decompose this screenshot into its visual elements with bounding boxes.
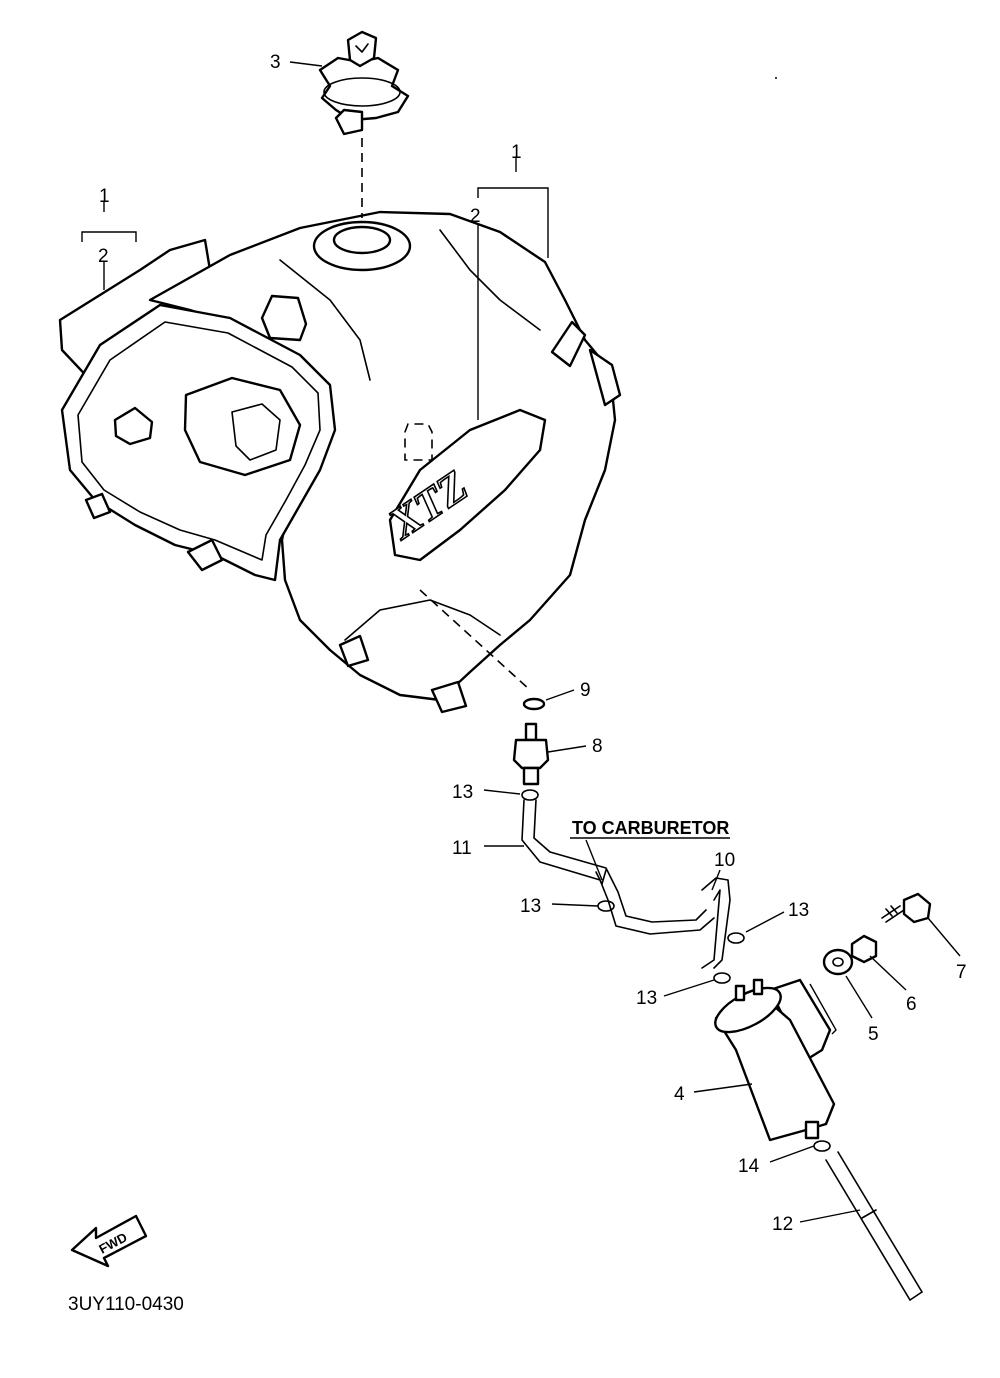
fuel-cap-rim xyxy=(323,77,401,107)
callout-13-d: 13 xyxy=(636,988,657,1009)
fuel-hose-2-edge xyxy=(701,889,721,969)
tank-contour-line xyxy=(279,259,371,381)
tank-inner-bracket-hole xyxy=(231,403,281,461)
tank-mount-tab-bottom xyxy=(84,492,112,520)
tank-side-vent xyxy=(550,320,587,368)
fwd-arrow-shape xyxy=(70,1214,148,1268)
tank-contour-line xyxy=(439,229,541,331)
fuel-filter-nipple xyxy=(752,978,764,996)
fuel-cock-outlet xyxy=(522,766,540,786)
tank-to-oring-assembly-line xyxy=(419,589,531,691)
fuel-hose-1-edge xyxy=(533,799,707,923)
tank-inner-bracket xyxy=(183,376,302,477)
callout-10: 10 xyxy=(714,850,735,871)
callout-2-left: 2 xyxy=(98,246,109,267)
fuel-hose-3-joint xyxy=(861,1209,877,1219)
scan-speck xyxy=(775,77,777,79)
fuel-tank: XTZ xyxy=(58,210,622,714)
callout-1-right: 1 xyxy=(511,142,522,163)
to-carburetor-note: TO CARBURETOR xyxy=(572,818,729,838)
leader-lines xyxy=(81,61,961,1223)
callout-13-b: 13 xyxy=(520,896,541,917)
fuel-cock-body xyxy=(512,738,550,770)
callout-12: 12 xyxy=(772,1214,793,1235)
hose-clip xyxy=(727,932,745,944)
callout-8: 8 xyxy=(592,736,603,757)
tank-rear-bulge xyxy=(588,348,622,407)
tank-filler-neck-inner xyxy=(332,225,392,255)
tank-tunnel-inner-edge xyxy=(77,321,321,561)
forward-direction-arrow: FWD xyxy=(70,1214,148,1268)
collar xyxy=(850,934,878,964)
o-ring xyxy=(522,697,546,711)
fuel-filter xyxy=(714,978,836,1142)
tank-contour-line xyxy=(344,599,501,641)
bolt-thread xyxy=(881,905,905,923)
fuel-cap-latch xyxy=(334,108,364,136)
fuel-hose-3 xyxy=(825,1159,911,1301)
hose-clip xyxy=(813,1140,831,1152)
grommet-hole xyxy=(832,957,844,967)
fuel-cap-body xyxy=(318,56,410,122)
callout-6: 6 xyxy=(906,994,917,1015)
callout-13-c: 13 xyxy=(788,900,809,921)
callout-3: 3 xyxy=(270,52,281,73)
fuel-hose-1 xyxy=(521,799,715,935)
fuel-cap-key-slot xyxy=(355,43,369,53)
callout-13-a: 13 xyxy=(452,782,473,803)
bolt-head xyxy=(902,892,932,924)
callout-7: 7 xyxy=(956,962,967,983)
callout-9: 9 xyxy=(580,680,591,701)
hose-clip xyxy=(597,900,615,912)
tank-hidden-fitting xyxy=(404,423,433,461)
fuel-filter-outlet xyxy=(804,1120,820,1140)
hose-clip xyxy=(521,789,539,801)
fuel-filter-nipple xyxy=(734,984,746,1002)
callout-4: 4 xyxy=(674,1084,685,1105)
tank-mount-tab-bottom xyxy=(186,538,224,572)
callout-5: 5 xyxy=(868,1024,879,1045)
callout-11: 11 xyxy=(452,838,472,859)
tank-mount-tab-left xyxy=(113,406,154,446)
tank-mount-tab-bottom xyxy=(338,634,370,668)
callout-1-left: 1 xyxy=(99,186,110,207)
fuel-hose-3-end xyxy=(909,1291,923,1301)
fuel-cap xyxy=(318,30,410,218)
callout-14: 14 xyxy=(738,1156,760,1177)
callout-labels: 1 2 1 2 3 9 8 13 11 TO CARBURETOR 10 13 … xyxy=(98,52,967,1235)
drawing-code: 3UY110-0430 xyxy=(68,1294,184,1315)
fuel-hose-3-edge xyxy=(837,1151,923,1293)
tank-top-bracket xyxy=(260,294,308,342)
fuel-cock-stem xyxy=(524,722,538,742)
fuel-cap-key-lock xyxy=(346,30,378,68)
fuel-cock xyxy=(512,722,550,786)
fuel-hose-2 xyxy=(701,877,731,969)
callout-2-right: 2 xyxy=(470,206,481,227)
tank-logo-decal xyxy=(388,408,547,562)
tank-mount-tab-bottom xyxy=(430,680,468,714)
grommet xyxy=(822,948,854,976)
bolt xyxy=(881,892,932,924)
hose-clip xyxy=(713,972,731,984)
